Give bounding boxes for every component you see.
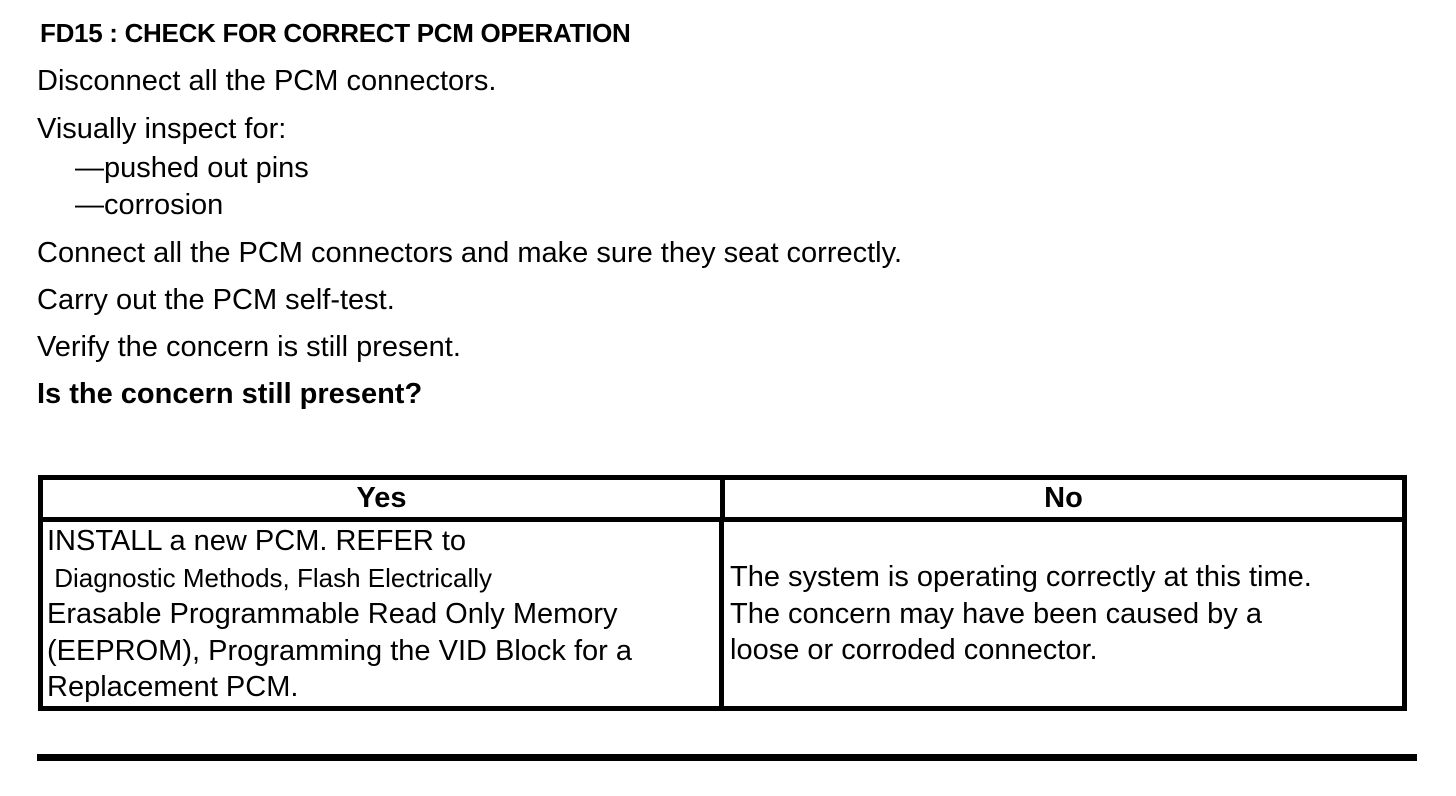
no-action-cell: The system is operating correctly at thi… <box>724 522 1402 706</box>
results-table-header-row: Yes No <box>43 480 1402 522</box>
yes-action-line: Erasable Programmable Read Only Memory <box>47 598 618 630</box>
procedure-step-4: Carry out the PCM self-test. <box>37 284 395 316</box>
yes-column-header: Yes <box>43 480 725 517</box>
no-action-line: loose or corroded connector. <box>730 634 1098 667</box>
yes-action-line: Replacement PCM. <box>47 671 299 703</box>
procedure-title: FD15 : CHECK FOR CORRECT PCM OPERATION <box>40 18 631 48</box>
no-action-line: The system is operating correctly at thi… <box>730 561 1312 594</box>
yes-action-cell: INSTALL a new PCM. REFER to Diagnostic M… <box>43 522 724 706</box>
procedure-step-5: Verify the concern is still present. <box>37 331 461 363</box>
yes-action-line-reference: Diagnostic Methods, Flash Electrically <box>47 562 493 593</box>
yes-action-line: INSTALL a new PCM. REFER to <box>47 525 467 557</box>
results-table: Yes No INSTALL a new PCM. REFER to Diagn… <box>38 475 1407 711</box>
procedure-step-1: Disconnect all the PCM connectors. <box>37 65 497 97</box>
section-divider-rule <box>37 754 1417 761</box>
no-column-header: No <box>1044 482 1083 514</box>
no-action-line: The concern may have been caused by a <box>730 597 1262 630</box>
procedure-step-2-item-2: —corrosion <box>75 189 224 221</box>
procedure-step-3: Connect all the PCM connectors and make … <box>37 237 903 269</box>
results-table-body-row: INSTALL a new PCM. REFER to Diagnostic M… <box>43 522 1402 706</box>
procedure-question: Is the concern still present? <box>37 378 423 410</box>
procedure-step-2-item-1: —pushed out pins <box>75 152 309 184</box>
yes-action-line: (EEPROM), Programming the VID Block for … <box>47 634 632 667</box>
procedure-step-2: Visually inspect for: <box>37 113 287 145</box>
